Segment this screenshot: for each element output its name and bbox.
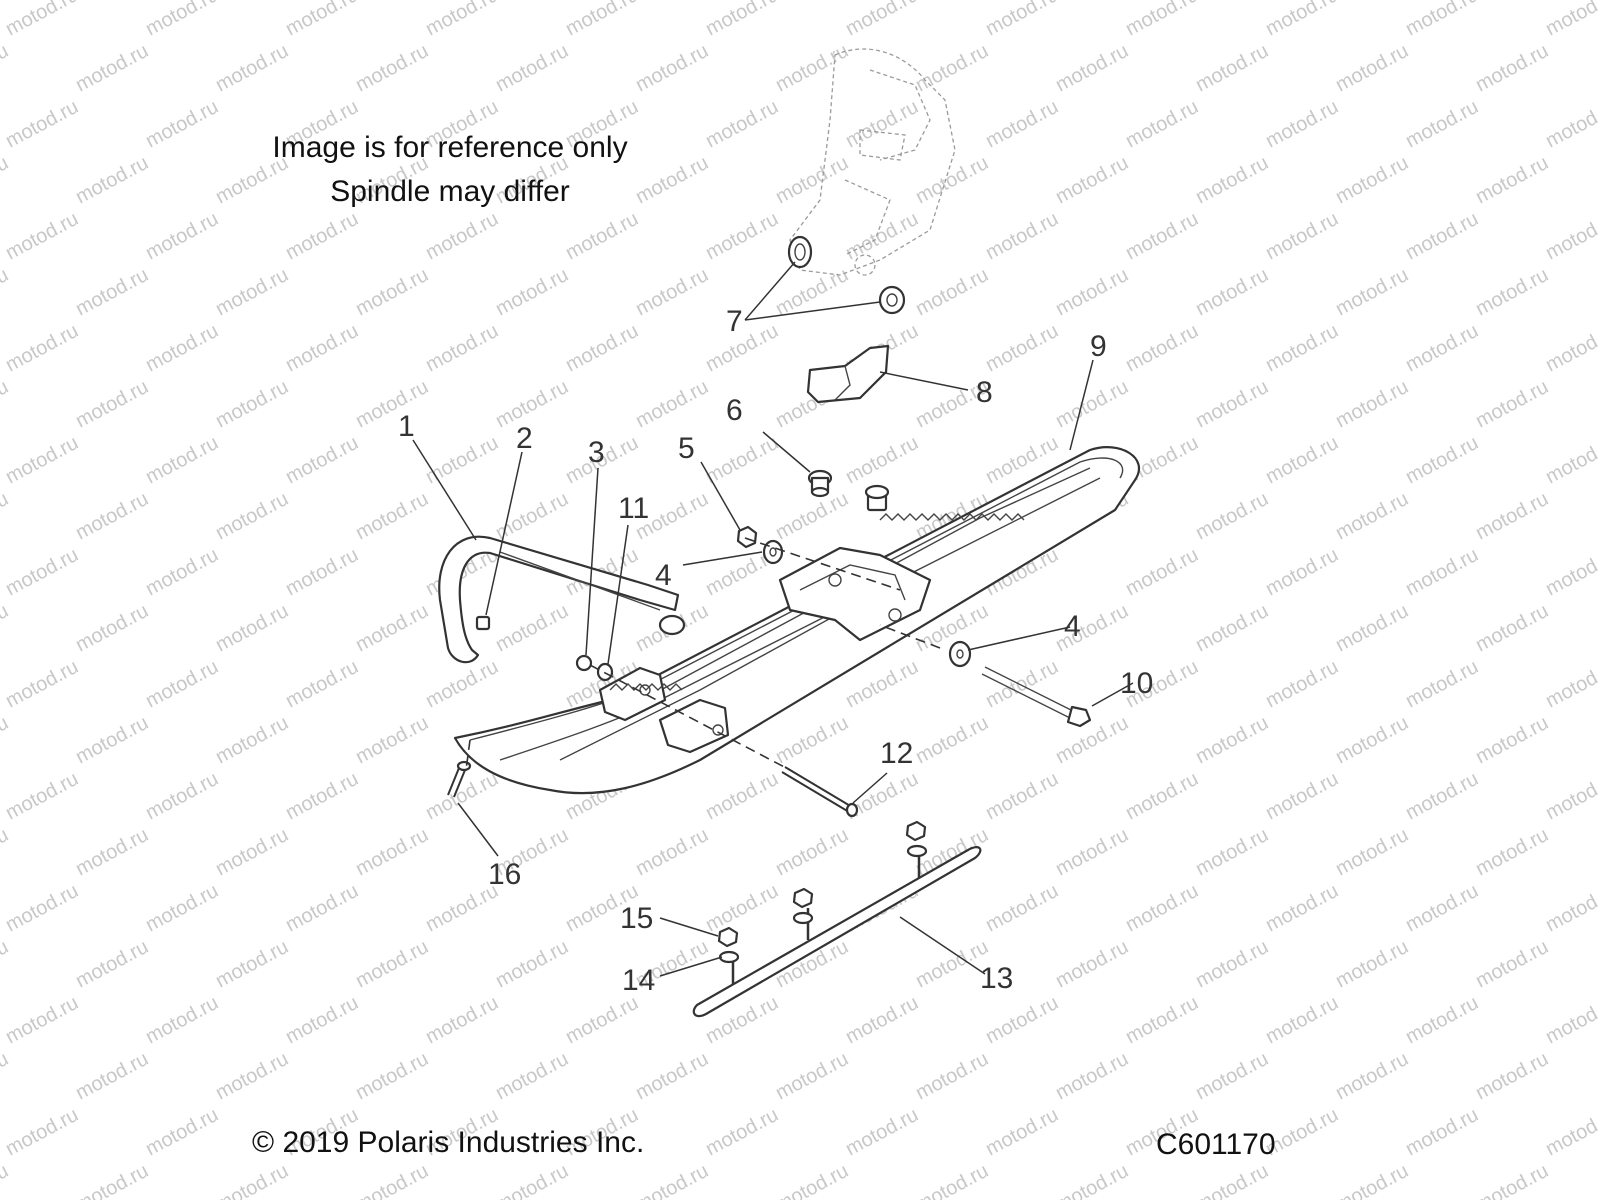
spindle-bolt-head xyxy=(807,469,833,498)
spindle-bushing-insert xyxy=(864,484,890,512)
copyright-text: © 2019 Polaris Industries Inc. xyxy=(252,1126,645,1159)
wear-bar xyxy=(692,846,982,1018)
callout-1: 1 xyxy=(398,410,415,443)
callout-14: 14 xyxy=(622,964,655,997)
callout-13: 13 xyxy=(980,962,1013,995)
wear-bar-nut-b xyxy=(792,887,814,909)
callout-9: 9 xyxy=(1090,330,1107,363)
wear-bar-washer-b xyxy=(792,911,814,925)
bolt-10 xyxy=(981,666,1092,728)
wear-bar-nut-a xyxy=(717,926,739,948)
wear-bar-washer-a xyxy=(718,950,740,964)
callout-11: 11 xyxy=(618,492,649,525)
nut-3 xyxy=(575,654,593,672)
spindle-note: Spindle may differ xyxy=(330,175,570,208)
callout-2: 2 xyxy=(516,422,533,455)
reference-note: Image is for reference only xyxy=(272,131,628,164)
callout-12: 12 xyxy=(880,737,913,770)
callout-8: 8 xyxy=(976,376,993,409)
leader-lines xyxy=(412,261,1134,977)
washer-lower xyxy=(948,640,972,668)
callouts: 1 2 3 11 5 6 7 8 9 4 4 10 12 16 15 14 13 xyxy=(398,305,1153,997)
callout-4-upper: 4 xyxy=(655,559,672,592)
drawing-id: C601170 xyxy=(1156,1128,1276,1161)
nut-5 xyxy=(736,525,758,549)
wear-bar-nut-c xyxy=(905,820,927,842)
pin-12 xyxy=(781,766,859,818)
callout-6: 6 xyxy=(726,394,743,427)
bushing-upper xyxy=(787,235,813,269)
washer-upper xyxy=(762,539,784,565)
ski-body xyxy=(453,446,1141,795)
pin-16 xyxy=(447,760,472,798)
callout-7: 7 xyxy=(726,305,743,338)
handle-rivet xyxy=(475,615,491,631)
callout-3: 3 xyxy=(588,436,605,469)
callout-16: 16 xyxy=(488,858,521,891)
callout-15: 15 xyxy=(620,902,653,935)
callout-4-lower: 4 xyxy=(1064,610,1081,643)
assembly-lines xyxy=(465,537,941,771)
wear-bar-washer-c xyxy=(906,844,928,858)
callout-5: 5 xyxy=(678,432,695,465)
spindle-bracket xyxy=(806,344,890,404)
callout-10: 10 xyxy=(1120,667,1153,700)
bushing-lower xyxy=(878,285,906,315)
ski-handle xyxy=(438,535,686,664)
spindle-ghost xyxy=(789,48,956,276)
